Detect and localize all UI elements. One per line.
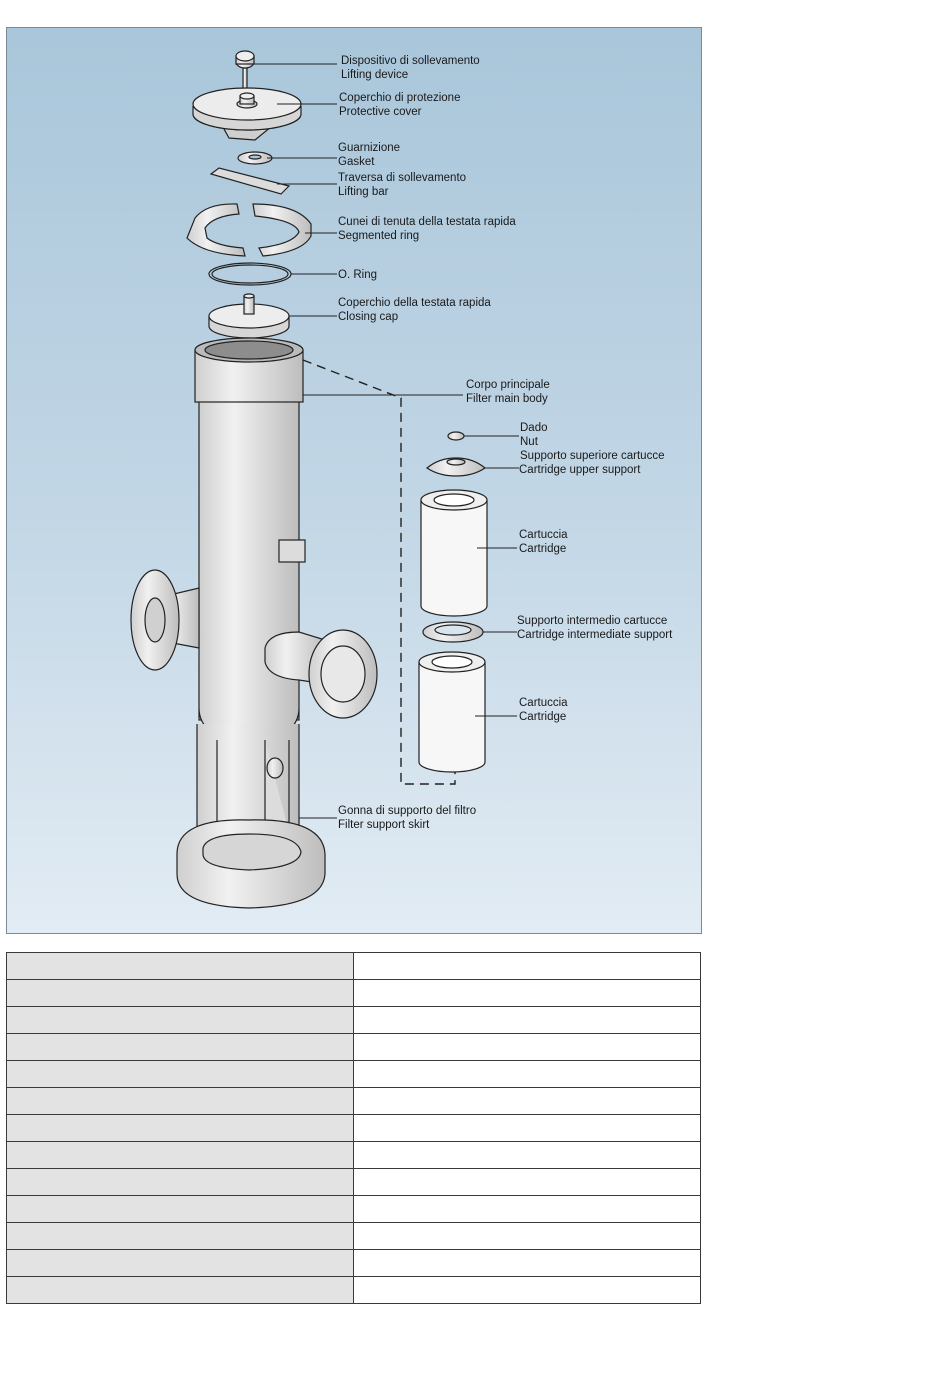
label-protective-cover-en: Protective cover: [339, 106, 422, 118]
label-cartridge-1-it: Cartuccia: [519, 529, 568, 541]
exploded-filter-diagram: Dispositivo di sollevamento Lifting devi…: [6, 27, 702, 934]
label-filter-support-skirt-it: Gonna di supporto del filtro: [338, 805, 476, 817]
table-row: [6, 1168, 701, 1196]
label-segmented-ring-en: Segmented ring: [338, 230, 419, 242]
table-cell-label: [6, 1060, 354, 1088]
cartridge-1-part: [420, 489, 488, 617]
label-closing-cap-it: Coperchio della testata rapida: [338, 297, 491, 309]
table-cell-label: [6, 952, 354, 980]
table-cell-value: [353, 1168, 701, 1196]
label-lifting-device-it: Dispositivo di sollevamento: [341, 55, 480, 67]
lifting-bar-part: [209, 167, 291, 195]
cartridge-2-part: [418, 651, 486, 773]
table-cell-value: [353, 1060, 701, 1088]
table-cell-value: [353, 1222, 701, 1250]
table-cell-value: [353, 1276, 701, 1304]
table-row: [6, 1006, 701, 1034]
label-closing-cap-en: Closing cap: [338, 311, 398, 323]
label-cartridge-upper-support-en: Cartridge upper support: [519, 464, 641, 476]
table-cell-value: [353, 1141, 701, 1169]
table-cell-label: [6, 1276, 354, 1304]
nut-part: [447, 431, 465, 441]
filter-support-skirt-part: [176, 724, 326, 909]
label-gasket-it: Guarnizione: [338, 142, 400, 154]
protective-cover-part: [192, 87, 302, 141]
table-cell-label: [6, 1033, 354, 1061]
label-gasket-en: Gasket: [338, 156, 375, 168]
label-nut-it: Dado: [520, 422, 548, 434]
table-cell-value: [353, 1006, 701, 1034]
table-cell-label: [6, 1087, 354, 1115]
label-segmented-ring-it: Cunei di tenuta della testata rapida: [338, 216, 516, 228]
table-row: [6, 1249, 701, 1277]
table-cell-label: [6, 1006, 354, 1034]
table-row: [6, 1276, 701, 1304]
label-protective-cover-it: Coperchio di protezione: [339, 92, 460, 104]
filter-main-body-part: [130, 337, 378, 745]
table-row: [6, 1195, 701, 1223]
table-cell-value: [353, 1114, 701, 1142]
label-cartridge-1-en: Cartridge: [519, 543, 566, 555]
label-o-ring: O. Ring: [338, 269, 377, 281]
segmented-ring-part: [186, 203, 312, 257]
table-cell-label: [6, 1195, 354, 1223]
label-filter-main-body-it: Corpo principale: [466, 379, 550, 391]
table-cell-value: [353, 1087, 701, 1115]
label-cartridge-intermediate-support-en: Cartridge intermediate support: [517, 629, 673, 641]
table-row: [6, 952, 701, 980]
leader-lines: [251, 63, 519, 819]
label-nut-en: Nut: [520, 436, 539, 448]
label-lifting-device-en: Lifting device: [341, 69, 408, 81]
cartridge-intermediate-support-part: [422, 621, 484, 643]
table-row: [6, 1222, 701, 1250]
table-cell-label: [6, 1249, 354, 1277]
gasket-part: [237, 151, 273, 165]
table-row: [6, 1114, 701, 1142]
spec-table: [6, 952, 701, 1304]
cartridge-upper-support-part: [425, 457, 487, 477]
table-row: [6, 979, 701, 1007]
table-cell-label: [6, 1141, 354, 1169]
closing-cap-part: [208, 293, 290, 339]
label-cartridge-upper-support-it: Supporto superiore cartucce: [520, 450, 664, 462]
table-cell-value: [353, 1033, 701, 1061]
table-row: [6, 1141, 701, 1169]
table-cell-label: [6, 1222, 354, 1250]
label-lifting-bar-it: Traversa di sollevamento: [338, 172, 466, 184]
table-cell-label: [6, 1168, 354, 1196]
label-filter-support-skirt-en: Filter support skirt: [338, 819, 430, 831]
label-cartridge-2-en: Cartridge: [519, 711, 566, 723]
table-cell-value: [353, 1249, 701, 1277]
table-row: [6, 1087, 701, 1115]
table-row: [6, 1060, 701, 1088]
table-row: [6, 1033, 701, 1061]
label-lifting-bar-en: Lifting bar: [338, 186, 389, 198]
label-cartridge-intermediate-support-it: Supporto intermedio cartucce: [517, 615, 667, 627]
table-cell-label: [6, 979, 354, 1007]
table-cell-label: [6, 1114, 354, 1142]
table-cell-value: [353, 979, 701, 1007]
label-cartridge-2-it: Cartuccia: [519, 697, 568, 709]
table-cell-value: [353, 1195, 701, 1223]
label-filter-main-body-en: Filter main body: [466, 393, 548, 405]
table-cell-value: [353, 952, 701, 980]
